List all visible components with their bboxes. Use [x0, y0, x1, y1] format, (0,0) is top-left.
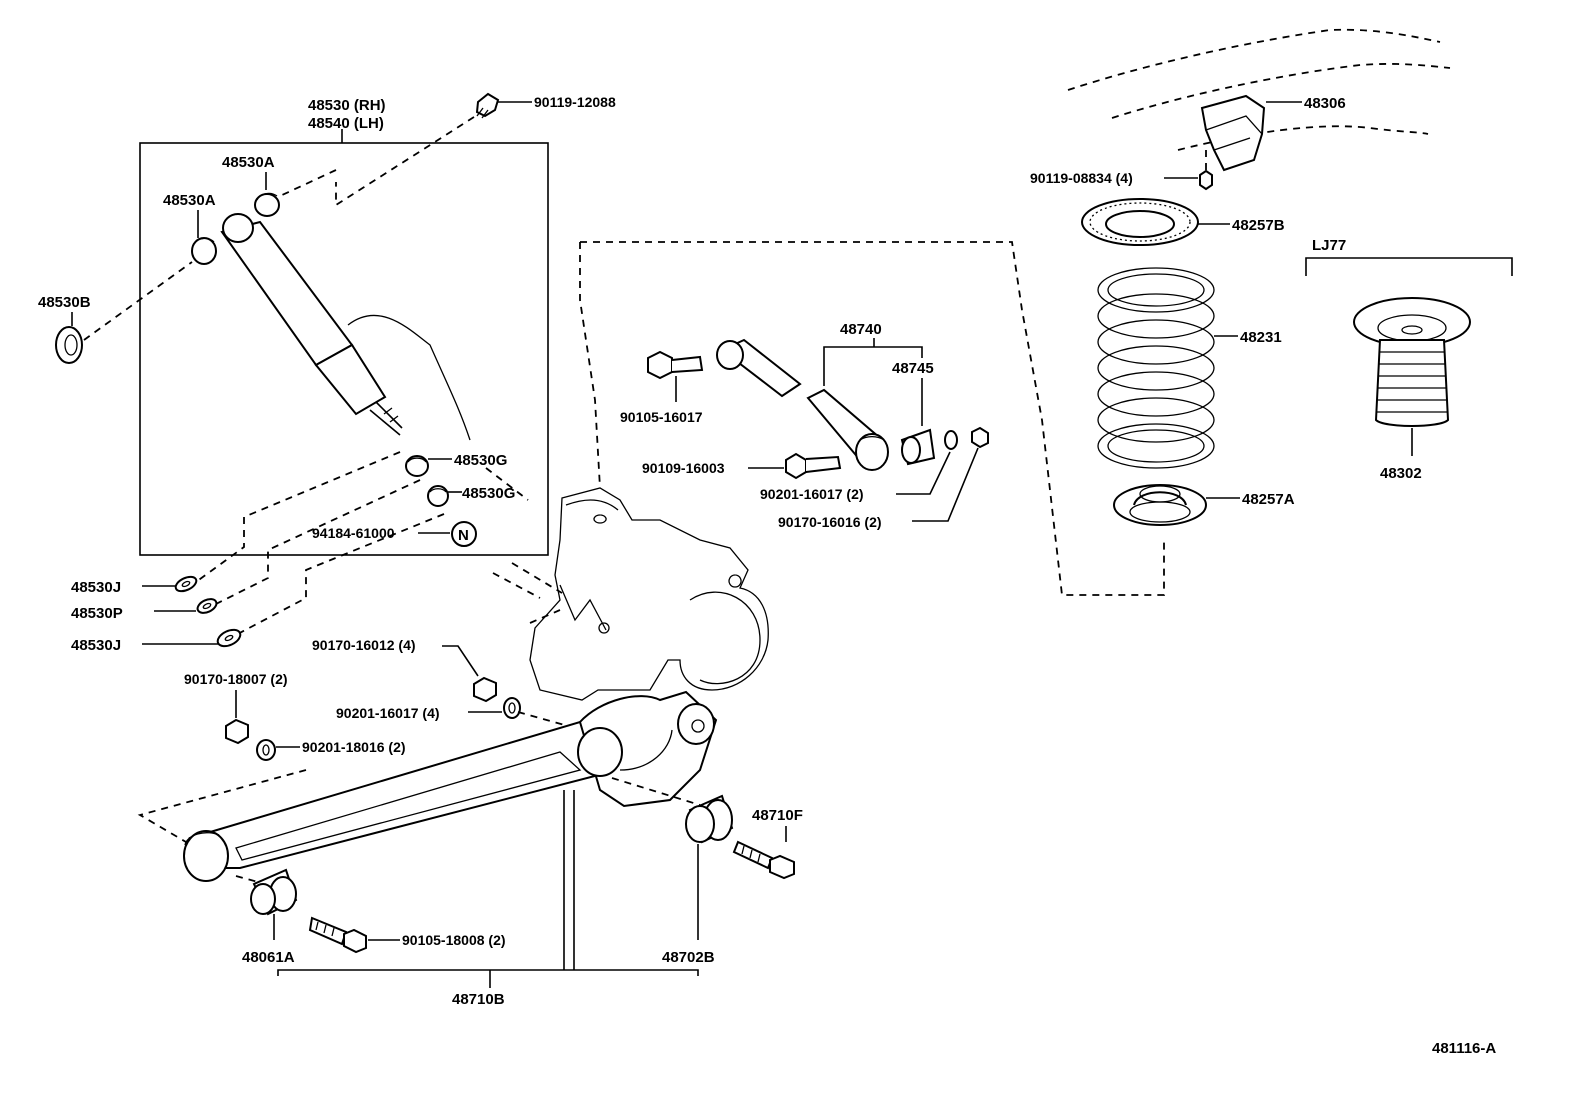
- label-48530-rh: 48530 (RH): [308, 97, 386, 114]
- bolt-90119-12088: [475, 92, 500, 119]
- label-48061a: 48061A: [242, 949, 295, 966]
- label-90105-18008-2: 90105-18008 (2): [402, 932, 506, 948]
- n-marker-circle: [451, 521, 477, 547]
- control-rod-48740: [716, 338, 889, 471]
- washer-48530b: [55, 326, 83, 364]
- bushing-48530a-top: [254, 192, 280, 217]
- label-48540-lh: 48540 (LH): [308, 115, 384, 132]
- bushing-48530g-a: [405, 455, 429, 477]
- nut-90170-18007: [225, 718, 249, 745]
- label-48530a-top: 48530A: [222, 154, 275, 171]
- label-48257a: 48257A: [1242, 491, 1295, 508]
- n-marker-text: N: [458, 527, 469, 544]
- bolt-90105-18008: [308, 916, 367, 954]
- bushing-48530a-left: [191, 237, 217, 265]
- diagram-code: 481116-A: [1432, 1040, 1496, 1057]
- label-48530g-b: 48530G: [462, 485, 515, 502]
- label-90201-16017-2: 90201-16017 (2): [760, 486, 864, 502]
- spring-seat-48257b: [1081, 198, 1199, 246]
- coil-spring-48231: [1097, 267, 1215, 469]
- washer-90201-16017: [503, 697, 521, 719]
- label-90170-16012-4: 90170-16012 (4): [312, 637, 416, 653]
- bolt-48710f: [732, 840, 795, 880]
- bushing-48702b: [685, 794, 734, 844]
- label-90109-16003: 90109-16003: [642, 460, 725, 476]
- label-94184-61000: 94184-61000: [312, 525, 395, 541]
- washer-90201-18016: [256, 739, 276, 761]
- label-48710f: 48710F: [752, 807, 803, 824]
- bump-stopper-48302: [1353, 297, 1471, 427]
- washer-90201-16017-rod: [944, 430, 958, 450]
- label-48257b: 48257B: [1232, 217, 1285, 234]
- label-48530j-b: 48530J: [71, 637, 121, 654]
- bushing-48061a: [250, 868, 298, 916]
- label-48745: 48745: [892, 360, 934, 377]
- label-48530b: 48530B: [38, 294, 91, 311]
- label-48530a-left: 48530A: [163, 192, 216, 209]
- nut-90170-16016: [971, 426, 989, 449]
- bracket-48306: [1200, 94, 1266, 172]
- label-90170-18007-2: 90170-18007 (2): [184, 671, 288, 687]
- washer-48530j-a: [174, 575, 198, 593]
- washer-48530j-b: [216, 628, 242, 648]
- nut-90170-16012: [473, 676, 497, 703]
- label-90119-08834-4: 90119-08834 (4): [1030, 170, 1133, 186]
- label-48530g-a: 48530G: [454, 452, 507, 469]
- spring-seat-48257a: [1113, 484, 1207, 526]
- washer-48530p: [196, 598, 218, 614]
- shock-absorber: [220, 213, 403, 436]
- bolt-90105-16017: [647, 350, 704, 380]
- bolt-90109-16003: [785, 452, 842, 480]
- label-90119-12088: 90119-12088: [534, 94, 616, 110]
- bushing-48530g-b: [427, 485, 449, 507]
- label-90201-18016-2: 90201-18016 (2): [302, 739, 406, 755]
- label-48231: 48231: [1240, 329, 1282, 346]
- label-48530j-a: 48530J: [71, 579, 121, 596]
- label-48306: 48306: [1304, 95, 1346, 112]
- label-lj77: LJ77: [1312, 237, 1346, 254]
- label-48302: 48302: [1380, 465, 1422, 482]
- label-90170-16016-2: 90170-16016 (2): [778, 514, 882, 530]
- axle-housing: [529, 487, 769, 701]
- label-90105-16017: 90105-16017: [620, 409, 703, 425]
- bolt-90119-08834: [1199, 169, 1213, 191]
- bracket-48710b: [277, 969, 699, 976]
- label-90201-16017-4: 90201-16017 (4): [336, 705, 440, 721]
- label-48702b: 48702B: [662, 949, 715, 966]
- label-48710b: 48710B: [452, 991, 505, 1008]
- bushing-48745: [900, 428, 936, 466]
- label-48530p: 48530P: [71, 605, 123, 622]
- lower-control-arm-48710b: [183, 690, 718, 882]
- label-48740: 48740: [840, 321, 882, 338]
